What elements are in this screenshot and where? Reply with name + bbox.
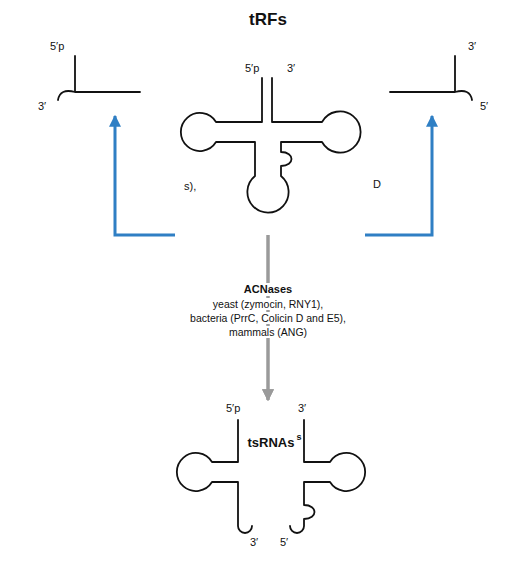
blue-arrow [365, 116, 432, 235]
diagram-title: tRFs [249, 10, 287, 30]
strand-outline [30, 38, 145, 116]
tsrna-half: 3′ 5′ [268, 400, 380, 560]
end-label: 3′ [287, 62, 295, 75]
rna-strand [390, 56, 472, 100]
partial-label: s), [183, 180, 197, 193]
rna-strand [177, 420, 252, 533]
superscript: s [295, 432, 302, 442]
group-label: tsRNAs [247, 436, 296, 451]
partial-label: D [372, 178, 382, 191]
trf-fragment: 3′ 5′ [383, 38, 498, 116]
strand-outline [175, 60, 365, 235]
end-label: 3′ [468, 40, 476, 53]
trna-cloverleaf: 5′p 3′ [175, 60, 365, 235]
enzyme-list: yeast (zymocin, RNY1), [212, 298, 324, 310]
end-label: 5′p [226, 402, 240, 415]
trf-fragment: 5′p 3′ [30, 38, 145, 116]
end-label: 5′p [245, 62, 259, 75]
end-label: 5′ [280, 536, 288, 549]
enzyme-list: mammals (ANG) [228, 326, 308, 338]
rna-strand [58, 56, 140, 100]
blue-arrow [115, 116, 175, 235]
end-label: 5′p [50, 40, 64, 53]
enzyme-list: bacteria (PrrC, Colicin D and E5), [189, 312, 347, 324]
rna-strand [181, 78, 361, 213]
end-label: 5′ [480, 100, 488, 113]
edge-label: ACNases [243, 283, 293, 296]
tsrna-half: 5′p 3′ [160, 400, 268, 560]
end-label: 3′ [250, 536, 258, 549]
end-label: 3′ [298, 402, 306, 415]
rna-strand [290, 420, 365, 533]
end-label: 3′ [38, 100, 46, 113]
